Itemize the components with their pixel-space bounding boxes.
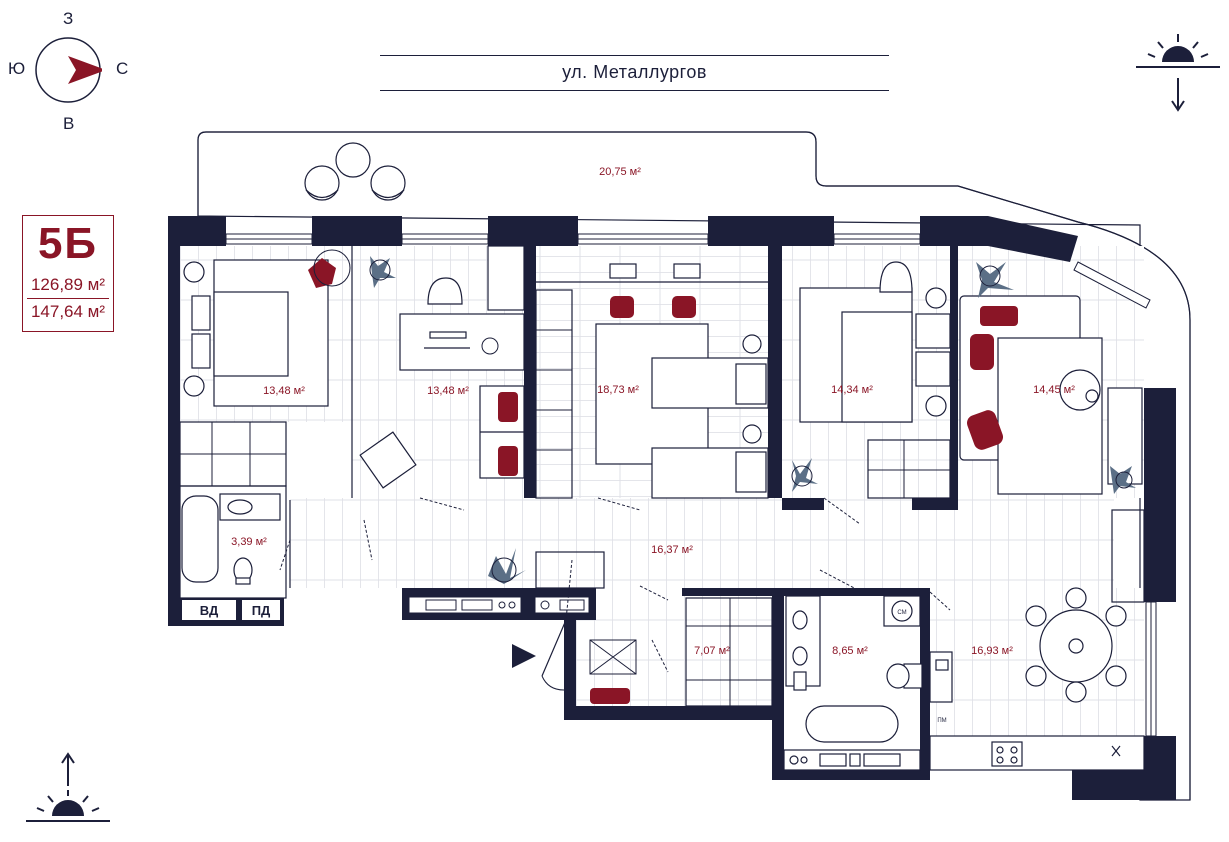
bed-icon [183,259,329,407]
doors [279,497,951,673]
entrance-arrow-icon [512,619,567,691]
room-label-wardrobe: 7,07 м² [694,645,730,657]
badge-vd-label: ВД [200,603,219,618]
bed-icon-2 [799,261,951,423]
dining-table-icon [1025,587,1127,703]
kitchen-fixtures-icon [929,651,1145,771]
sunrise-icon [26,752,110,822]
room-label-bedroom-4: 14,34 м² [831,384,873,396]
room-label-bedroom-2: 13,48 м² [427,385,469,397]
compass-icon [35,37,102,103]
room-label-bath-big: 8,65 м² [832,645,868,657]
compass-label-south: В [63,114,75,133]
compass-label-east: С [116,59,129,78]
bathtub-small-icon [181,493,281,585]
unit-code: 5Б [37,219,99,268]
unit-info-box: 5Б 126,89 м² 147,64 м² [22,215,114,332]
armchair-red-icon [967,306,1018,450]
windows [225,233,1157,737]
badge-vd: ВД [182,600,236,620]
armchair-icon [308,249,351,288]
unit-area-living: 126,89 м² [30,275,106,294]
room-label-living: 14,45 м² [1033,384,1075,396]
badge-pd: ПД [242,600,280,620]
room-label-kitchen: 16,93 м² [971,645,1013,657]
unit-area-divider [27,298,109,299]
stool-red-icon [610,296,696,318]
desk-icon [359,245,525,489]
floor-hall [290,498,1114,588]
room-label-bedroom-3: 18,73 м² [597,384,639,396]
badge-sm-label: СМ [897,610,906,616]
badge-pm-label: ПМ [937,718,946,724]
compass: З В Ю С [0,0,140,140]
floor-wardrobe [576,588,772,706]
room-label-bath-small: 3,39 м² [231,536,267,548]
unit-area-total: 147,64 м² [30,302,106,321]
walls [168,216,1176,800]
room-label-bedroom-1: 13,48 м² [263,385,305,397]
compass-label-north: З [63,9,74,28]
ottoman-red-icon [590,688,630,704]
chair-red-icon [498,392,518,476]
badge-pd-label: ПД [252,603,271,618]
room-label-terrace: 20,75 м² [599,166,641,178]
room-label-hall: 16,37 м² [651,544,693,556]
sunset-icon [1136,34,1220,112]
compass-label-west: Ю [8,59,26,78]
wardrobe-icon [589,598,772,706]
street-name: ул. Металлургов [380,55,889,91]
bathroom-fixtures-icon [783,595,923,771]
plant-icon [370,256,1136,584]
terrace-table-icon [304,142,406,201]
twin-bed-icon [595,263,769,499]
